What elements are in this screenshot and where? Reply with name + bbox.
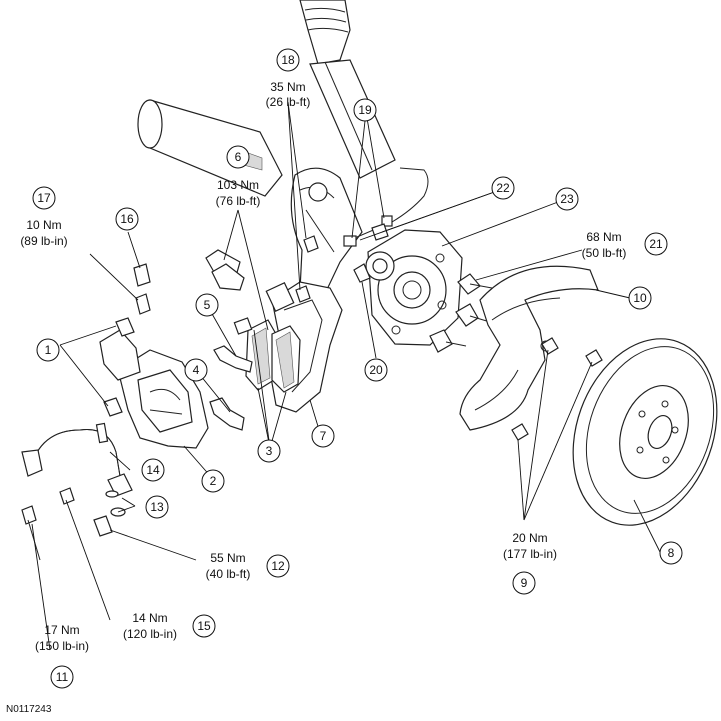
callout-22: 22 xyxy=(491,176,515,200)
svg-text:14: 14 xyxy=(146,463,160,477)
callout-19: 19 xyxy=(353,98,377,122)
svg-text:(50 lb-ft): (50 lb-ft) xyxy=(582,246,627,260)
callout-4: 4 xyxy=(184,358,208,382)
callout-2: 2 xyxy=(201,469,225,493)
svg-text:10 Nm: 10 Nm xyxy=(26,218,61,232)
svg-text:15: 15 xyxy=(197,619,211,633)
svg-text:9: 9 xyxy=(521,576,528,590)
hub-bolt xyxy=(429,329,467,353)
svg-text:55 Nm: 55 Nm xyxy=(210,551,245,565)
svg-text:1: 1 xyxy=(45,343,52,357)
svg-text:103 Nm: 103 Nm xyxy=(217,178,259,192)
svg-text:6: 6 xyxy=(235,150,242,164)
brake-line-19 xyxy=(343,167,429,247)
svg-text:22: 22 xyxy=(496,181,510,195)
svg-text:10: 10 xyxy=(633,291,647,305)
torque-label-21: 68 Nm (50 lb-ft) xyxy=(582,230,627,260)
bracket-bolt-15 xyxy=(59,487,75,505)
svg-text:68 Nm: 68 Nm xyxy=(586,230,621,244)
callout-12: 12 xyxy=(266,554,290,578)
svg-text:35 Nm: 35 Nm xyxy=(270,80,305,94)
svg-text:13: 13 xyxy=(150,500,164,514)
svg-text:3: 3 xyxy=(266,444,273,458)
brake-pads-3 xyxy=(245,319,301,393)
svg-text:16: 16 xyxy=(120,212,134,226)
anti-rattle-clips xyxy=(209,317,253,431)
brake-dust-shield-10 xyxy=(459,265,599,431)
callout-18: 18 xyxy=(276,48,300,72)
caliper-bolt-1 xyxy=(103,317,135,417)
svg-text:14 Nm: 14 Nm xyxy=(132,611,167,625)
callout-21: 21 xyxy=(644,232,668,256)
svg-text:18: 18 xyxy=(281,53,295,67)
callout-23: 23 xyxy=(555,187,579,211)
leader-lines xyxy=(31,101,661,651)
svg-text:23: 23 xyxy=(560,192,574,206)
svg-text:(76 lb-ft): (76 lb-ft) xyxy=(216,194,261,208)
torque-label-6: 103 Nm (76 lb-ft) xyxy=(216,178,261,208)
callout-13: 13 xyxy=(145,495,169,519)
banjo-fitting-13 xyxy=(105,473,133,517)
torque-label-18: 35 Nm (26 lb-ft) xyxy=(266,80,311,109)
svg-text:(177 lb-in): (177 lb-in) xyxy=(503,547,557,561)
brake-caliper-2 xyxy=(99,329,209,449)
bleeder-cap-16 xyxy=(133,263,151,287)
svg-text:(40 lb-ft): (40 lb-ft) xyxy=(206,567,251,581)
callout-3: 3 xyxy=(257,439,281,463)
callout-1: 1 xyxy=(36,338,60,362)
callout-14: 14 xyxy=(141,458,165,482)
callout-5: 5 xyxy=(195,293,219,317)
callout-16: 16 xyxy=(115,207,139,231)
svg-text:(120 lb-in): (120 lb-in) xyxy=(123,627,177,641)
wheel-hub-23 xyxy=(365,229,463,346)
callout-8: 8 xyxy=(659,541,683,565)
figure-reference-id: N0117243 xyxy=(6,704,52,715)
svg-text:7: 7 xyxy=(320,429,327,443)
hose-bolt-11 xyxy=(21,505,41,561)
torque-label-17: 10 Nm (89 lb-in) xyxy=(20,218,67,248)
bleeder-screw-17 xyxy=(135,293,151,315)
caliper-guide-bolts-6 xyxy=(205,249,245,291)
svg-text:(150 lb-in): (150 lb-in) xyxy=(35,639,89,653)
svg-text:19: 19 xyxy=(358,103,372,117)
callout-11: 11 xyxy=(50,665,74,689)
shield-bolts-9 xyxy=(511,337,603,441)
svg-text:8: 8 xyxy=(668,546,675,560)
shock-absorber-strut xyxy=(299,0,396,179)
svg-text:(26 lb-ft): (26 lb-ft) xyxy=(266,95,311,109)
torque-label-12: 55 Nm (40 lb-ft) xyxy=(206,551,251,581)
callout-10: 10 xyxy=(628,286,652,310)
callout-7: 7 xyxy=(311,424,335,448)
callout-6: 6 xyxy=(226,145,250,169)
svg-text:5: 5 xyxy=(204,298,211,312)
callout-9: 9 xyxy=(512,571,536,595)
knuckle-bolts xyxy=(295,223,389,303)
svg-text:21: 21 xyxy=(649,237,663,251)
banjo-bolt-12 xyxy=(93,515,113,537)
svg-text:2: 2 xyxy=(210,474,217,488)
callout-15: 15 xyxy=(192,614,216,638)
svg-text:4: 4 xyxy=(193,363,200,377)
svg-text:20: 20 xyxy=(369,363,383,377)
torque-label-9: 20 Nm (177 lb-in) xyxy=(503,531,557,561)
brake-disc-8 xyxy=(572,338,718,526)
brake-hose-14 xyxy=(21,422,121,477)
svg-text:(89 lb-in): (89 lb-in) xyxy=(20,234,67,248)
svg-text:20 Nm: 20 Nm xyxy=(512,531,547,545)
steering-knuckle xyxy=(290,167,363,301)
callout-17: 17 xyxy=(32,186,56,210)
svg-text:12: 12 xyxy=(271,559,285,573)
torque-label-11: 17 Nm (150 lb-in) xyxy=(35,623,89,653)
svg-text:17: 17 xyxy=(37,191,51,205)
hub-bolt xyxy=(457,273,493,295)
torque-label-15: 14 Nm (120 lb-in) xyxy=(123,611,177,641)
svg-text:11: 11 xyxy=(56,670,69,684)
axle-shaft xyxy=(137,99,283,197)
callout-20: 20 xyxy=(364,358,388,382)
svg-text:17 Nm: 17 Nm xyxy=(44,623,79,637)
